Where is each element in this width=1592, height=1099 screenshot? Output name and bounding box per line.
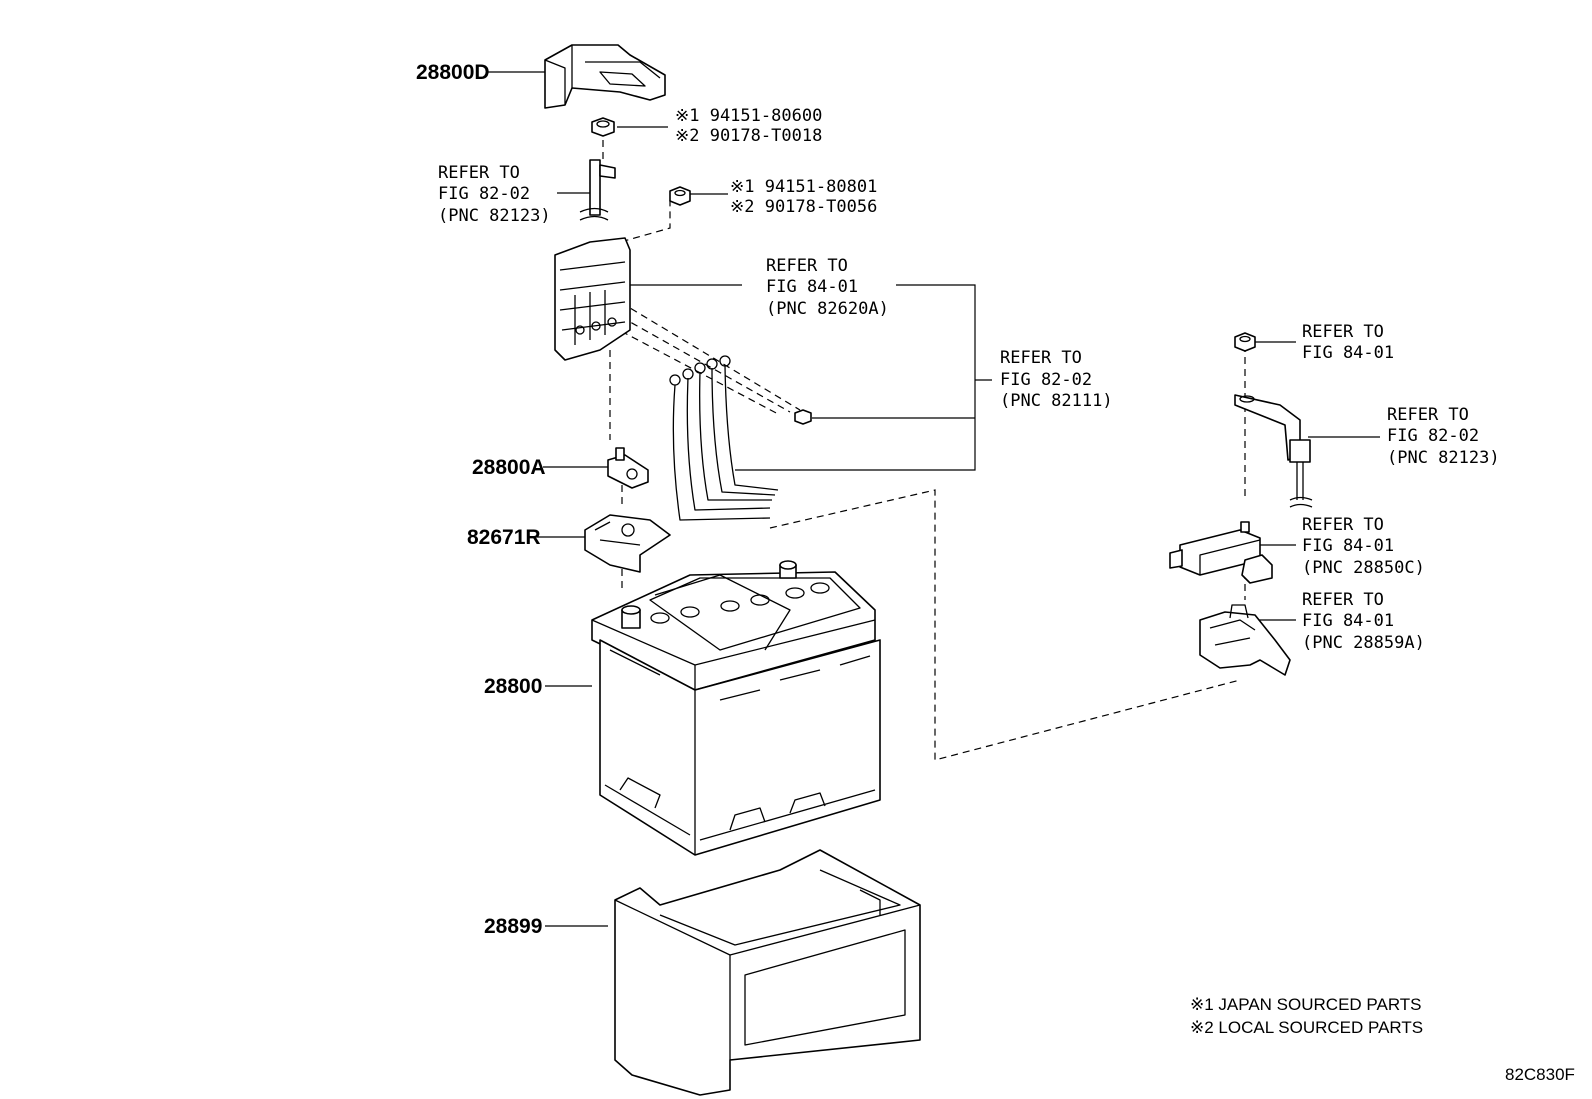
nut-top-part-2: ※2 90178-T0018 xyxy=(675,126,822,146)
ground-cable-terminal-icon xyxy=(1234,394,1313,508)
refer-82123-right-line2: FIG 82-02 xyxy=(1387,426,1479,446)
sensor-bracket-icon xyxy=(1199,604,1291,676)
fuse-block-icon xyxy=(554,237,631,361)
refer-28859a-line2: FIG 84-01 xyxy=(1302,611,1394,631)
nut-icon xyxy=(794,409,812,425)
leader-lines xyxy=(487,71,1380,927)
battery-28800 xyxy=(591,560,881,856)
label-28800: 28800 xyxy=(484,675,542,698)
refer-82620a-line3: (PNC 82620A) xyxy=(766,299,889,319)
cable-terminal-icon xyxy=(579,159,616,221)
flange-nut-icon xyxy=(669,186,691,206)
refer-82111-line3: (PNC 82111) xyxy=(1000,391,1113,411)
refer-28850c-line1: REFER TO xyxy=(1302,515,1384,535)
refer-28859a-line1: REFER TO xyxy=(1302,590,1384,610)
legend-notes: ※1 JAPAN SOURCED PARTS ※2 LOCAL SOURCED … xyxy=(1190,995,1423,1037)
label-28899: 28899 xyxy=(484,915,542,938)
refer-82111-line2: FIG 82-02 xyxy=(1000,370,1092,390)
refer-28850c-line2: FIG 84-01 xyxy=(1302,536,1394,556)
wire-harness-icon xyxy=(669,355,779,521)
refer-82111-line1: REFER TO xyxy=(1000,348,1082,368)
refer-82123-line2: FIG 82-02 xyxy=(438,184,530,204)
terminal-cover-82671r xyxy=(584,514,671,573)
note-local-sourced: ※2 LOCAL SOURCED PARTS xyxy=(1190,1018,1423,1037)
refer-82123-line3: (PNC 82123) xyxy=(438,206,551,226)
refer-28850c-line3: (PNC 28850C) xyxy=(1302,558,1425,578)
refer-82123-right-line1: REFER TO xyxy=(1387,405,1469,425)
terminal-cover-28800d xyxy=(544,44,666,109)
nut-mid-part-2: ※2 90178-T0056 xyxy=(730,197,877,217)
nut-top-part-1: ※1 94151-80600 xyxy=(675,106,822,126)
nut-right-icon xyxy=(1234,332,1256,352)
note-japan-sourced: ※1 JAPAN SOURCED PARTS xyxy=(1190,995,1422,1014)
refer-84-right-line2: FIG 84-01 xyxy=(1302,343,1394,363)
nut-mid-part-1: ※1 94151-80801 xyxy=(730,177,877,197)
refer-82620a-line2: FIG 84-01 xyxy=(766,277,858,297)
refer-84-right-line1: REFER TO xyxy=(1302,322,1384,342)
refer-82620a-line1: REFER TO xyxy=(766,256,848,276)
battery-tray-28899 xyxy=(614,849,921,1096)
alignment-lines xyxy=(599,140,1246,761)
part-number-labels: 28800D 28800A 82671R 28800 28899 xyxy=(416,61,546,938)
label-28800a: 28800A xyxy=(472,456,546,479)
refer-28859a-line3: (PNC 28859A) xyxy=(1302,633,1425,653)
refer-82123-line1: REFER TO xyxy=(438,163,520,183)
current-sensor-icon xyxy=(1169,521,1273,584)
figure-code: 82C830F xyxy=(1505,1065,1575,1084)
terminal-clamp-28800a xyxy=(607,447,649,489)
label-28800d: 28800D xyxy=(416,61,490,84)
callout-labels: ※1 94151-80600 ※2 90178-T0018 ※1 94151-8… xyxy=(438,106,1500,653)
flange-nut-icon xyxy=(591,117,615,137)
refer-82123-right-line3: (PNC 82123) xyxy=(1387,448,1500,468)
label-82671r: 82671R xyxy=(467,526,541,549)
